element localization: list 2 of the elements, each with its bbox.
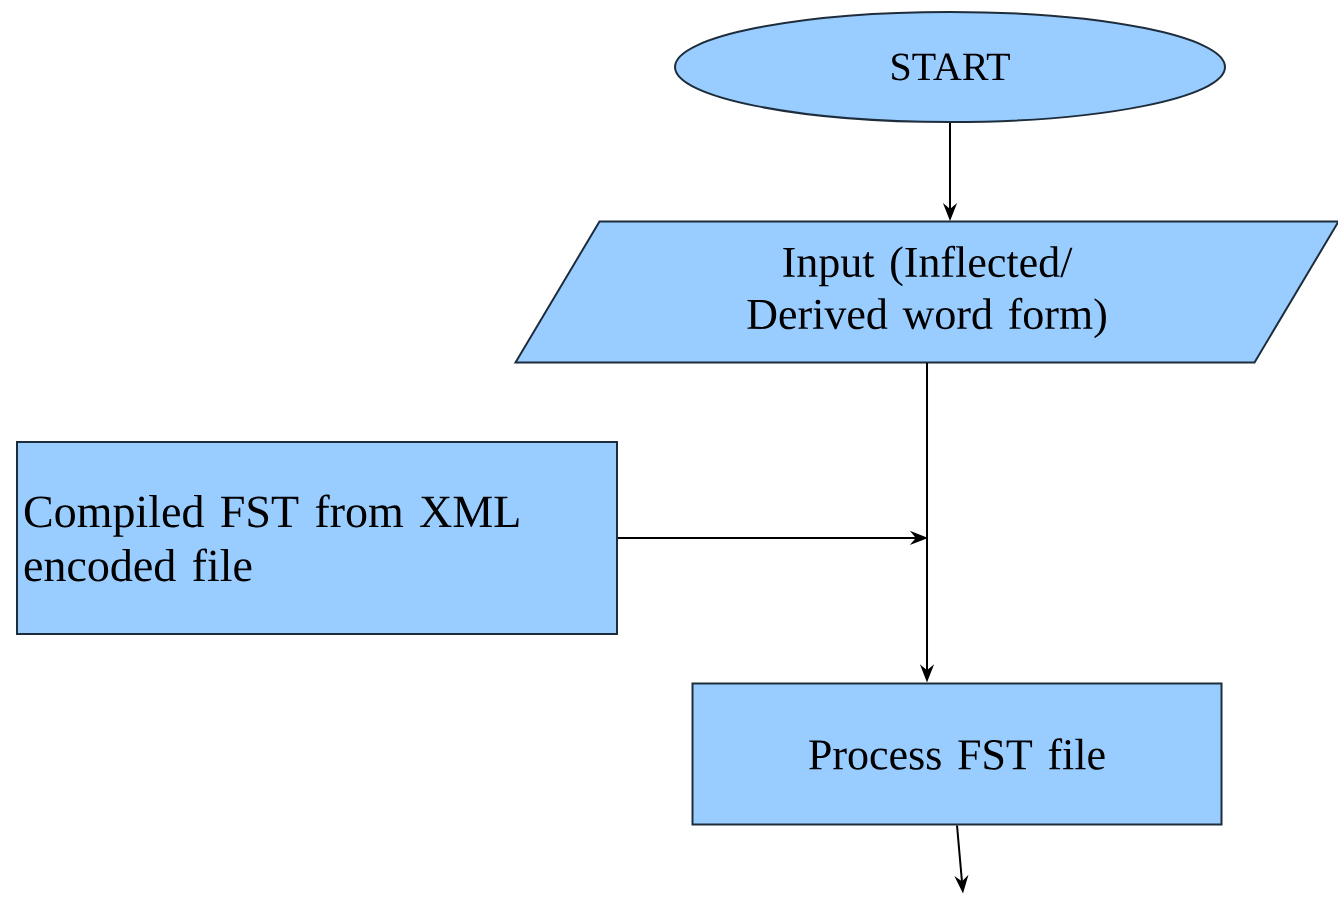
process-box: Process FST file bbox=[691, 682, 1223, 826]
process-box: Compiled FST from XML encoded file bbox=[16, 441, 618, 635]
